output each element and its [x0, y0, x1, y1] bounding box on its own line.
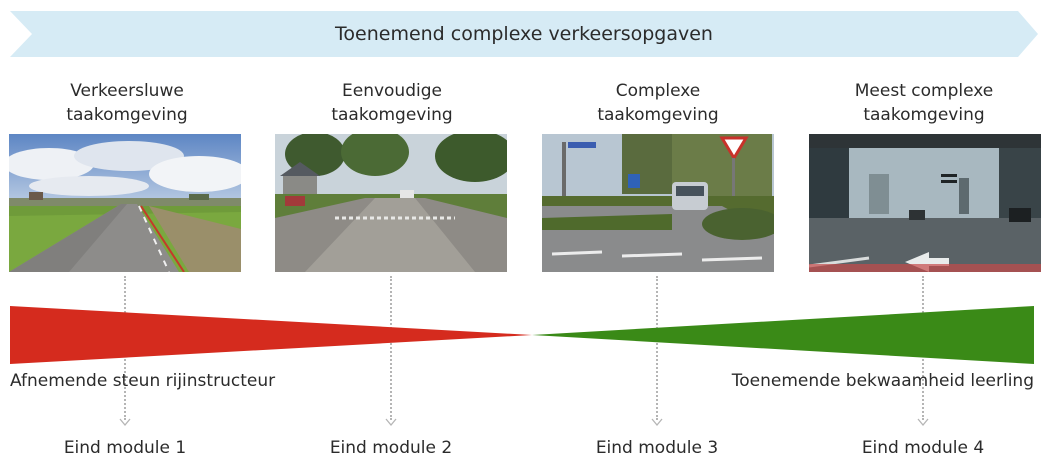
right-caption: Toenemende bekwaamheid leerling: [731, 371, 1034, 391]
end-module-3-label: Eind module 3: [595, 438, 719, 458]
instructor-support-wedge: [10, 306, 532, 364]
stage-3: Complexe taakomgeving: [538, 79, 778, 129]
photo-most-complex-urban: [809, 134, 1041, 272]
end-module-2-label: Eind module 2: [329, 438, 453, 458]
banner-title: Toenemend complexe verkeersopgaven: [335, 23, 713, 45]
stage-3-label: Complexe taakomgeving: [538, 79, 778, 129]
end-module-1-label: Eind module 1: [63, 438, 187, 458]
chevron-down-icon: [385, 418, 397, 426]
stage-4-label: Meest complexe taakomgeving: [804, 79, 1042, 129]
stage-1-label: Verkeersluwe taakomgeving: [7, 79, 247, 129]
stage-3-label-line1: Complexe: [615, 81, 701, 101]
chevron-down-icon: [917, 418, 929, 426]
stage-2: Eenvoudige taakomgeving: [272, 79, 512, 129]
stage-4-label-line1: Meest complexe: [854, 81, 994, 101]
stage-4-label-line2: taakomgeving: [863, 105, 985, 125]
complexity-banner: Toenemend complexe verkeersopgaven: [10, 11, 1038, 57]
chevron-down-icon: [651, 418, 663, 426]
learner-competence-wedge: [532, 306, 1034, 364]
stage-4: Meest complexe taakomgeving: [804, 79, 1042, 129]
stage-1-label-line1: Verkeersluwe: [70, 81, 184, 101]
connector-line-3: [656, 276, 658, 420]
chevron-down-icon: [119, 418, 131, 426]
stage-2-label-line2: taakomgeving: [331, 105, 453, 125]
stage-3-label-line2: taakomgeving: [597, 105, 719, 125]
end-module-4-label: Eind module 4: [861, 438, 985, 458]
support-competence-wedges: [10, 306, 1034, 364]
stage-1-label-line2: taakomgeving: [66, 105, 188, 125]
stage-1: Verkeersluwe taakomgeving: [7, 79, 247, 129]
stage-2-label-line1: Eenvoudige: [342, 81, 442, 101]
connector-line-2: [390, 276, 392, 420]
stage-2-label: Eenvoudige taakomgeving: [272, 79, 512, 129]
banner-arrow-shape: [10, 11, 1038, 57]
photo-complex-junction: [542, 134, 774, 272]
photo-simple-street: [275, 134, 507, 272]
photo-quiet-road: [9, 134, 241, 272]
left-caption: Afnemende steun rijinstructeur: [10, 371, 276, 391]
